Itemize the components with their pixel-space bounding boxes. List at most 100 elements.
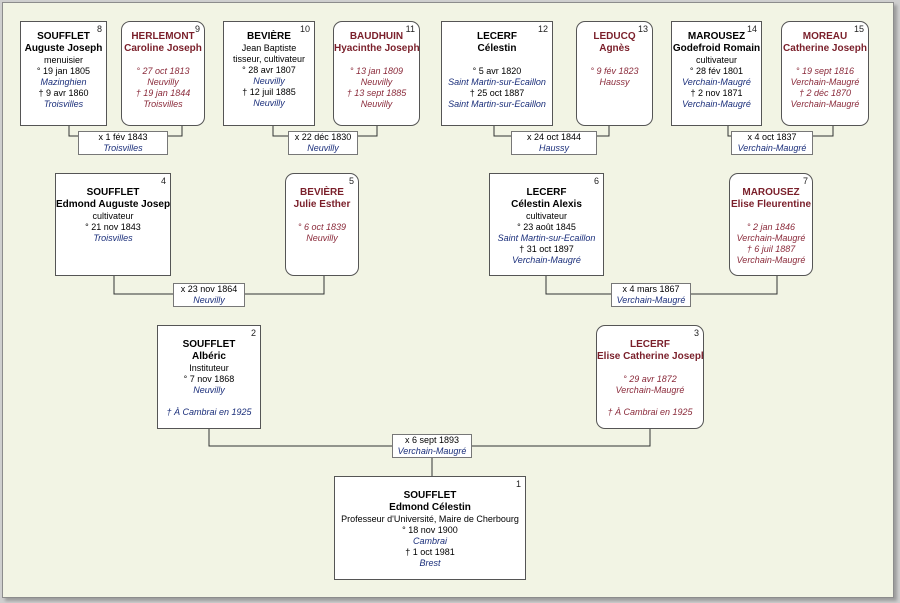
marriage-place: Neuvilly	[193, 295, 225, 305]
marriage-date: x 22 déc 1830	[294, 132, 352, 142]
birth-place: Troisvilles	[93, 233, 133, 243]
birth-place: Verchain-Maugré	[682, 77, 751, 87]
given-names: Elise Catherine Joseph	[597, 351, 704, 362]
marriage-place: Haussy	[538, 143, 569, 153]
birth-place: Neuvilly	[147, 77, 179, 87]
person-card-5[interactable]: 5 BEVIÈRE Julie Esther ° 6 oct 1839 Neuv…	[285, 173, 359, 276]
given-names: Hyacinthe Joseph	[334, 43, 420, 54]
sosa-number: 13	[637, 24, 648, 34]
sosa-number: 5	[348, 176, 354, 186]
birth-date: ° 29 avr 1872	[623, 374, 677, 384]
person-card-7[interactable]: 7 MAROUSEZ Elise Fleurentine ° 2 jan 184…	[729, 173, 813, 276]
birth-place: Verchain-Maugré	[615, 385, 685, 395]
birth-place: Saint Martin-sur-Ecaillon	[497, 233, 596, 243]
death-note: † À Cambrai en 1925	[607, 407, 693, 417]
birth-date: ° 21 nov 1843	[85, 222, 141, 232]
person-card-4[interactable]: 4 SOUFFLET Edmond Auguste Joseph cultiva…	[55, 173, 171, 276]
death-place: Neuvilly	[360, 99, 393, 109]
person-card-12[interactable]: 12 LECERF Célestin ° 5 avr 1820 Saint Ma…	[441, 21, 553, 126]
birth-place: Haussy	[599, 77, 630, 87]
person-card-9[interactable]: 9 HERLEMONT Caroline Joseph ° 27 oct 181…	[121, 21, 205, 126]
birth-place: Neuvilly	[193, 385, 225, 395]
pedigree-chart: 8 SOUFFLET Auguste Joseph menuisier ° 19…	[2, 2, 894, 598]
birth-date: ° 28 avr 1807	[242, 65, 296, 75]
surname: HERLEMONT	[131, 31, 195, 42]
birth-place: Verchain-Maugré	[790, 77, 860, 87]
person-card-8[interactable]: 8 SOUFFLET Auguste Joseph menuisier ° 19…	[20, 21, 107, 126]
death-note: † À Cambrai en 1925	[166, 407, 252, 417]
death-date: † 1 oct 1981	[405, 547, 455, 557]
birth-date: ° 7 nov 1868	[183, 374, 235, 384]
death-place: Verchain-Maugré	[512, 255, 581, 265]
given-names: Julie Esther	[293, 199, 351, 210]
marriage-label-12-13: x 24 oct 1844 Haussy	[511, 131, 597, 155]
sosa-number: 8	[96, 24, 102, 34]
birth-date: ° 6 oct 1839	[297, 222, 347, 232]
birth-place: Verchain-Maugré	[736, 233, 806, 243]
person-card-10[interactable]: 10 BEVIÈRE Jean Baptiste tisseur, cultiv…	[223, 21, 315, 126]
birth-date: ° 18 nov 1900	[402, 525, 458, 535]
person-card-2[interactable]: 2 SOUFFLET Albéric Instituteur ° 7 nov 1…	[157, 325, 261, 429]
given-names: Edmond Célestin	[389, 502, 471, 513]
marriage-date: x 23 nov 1864	[180, 284, 238, 294]
occupation: tisseur, cultivateur	[232, 54, 306, 64]
death-date: † 13 sept 1885	[346, 88, 407, 98]
person-card-13[interactable]: 13 LEDUCQ Agnès ° 9 fév 1823 Haussy	[576, 21, 653, 126]
surname: BAUDHUIN	[349, 31, 404, 42]
death-place: Brest	[419, 558, 441, 568]
marriage-date: x 24 oct 1844	[526, 132, 582, 142]
birth-place: Neuvilly	[306, 233, 338, 243]
occupation: Instituteur	[189, 363, 229, 373]
person-card-11[interactable]: 11 BAUDHUIN Hyacinthe Joseph ° 13 jan 18…	[333, 21, 420, 126]
sosa-number: 4	[160, 176, 166, 186]
sosa-number: 10	[299, 24, 310, 34]
death-place: Verchain-Maugré	[790, 99, 860, 109]
death-place: Neuvilly	[253, 98, 285, 108]
given-names: Célestin Alexis	[511, 199, 582, 210]
surname: LEDUCQ	[593, 31, 636, 42]
marriage-label-8-9: x 1 fév 1843 Troisvilles	[78, 131, 168, 155]
surname: LECERF	[477, 31, 517, 42]
birth-date: ° 19 sept 1816	[795, 66, 855, 76]
death-date: † 9 avr 1860	[38, 88, 89, 98]
person-card-6[interactable]: 6 LECERF Célestin Alexis cultivateur ° 2…	[489, 173, 604, 276]
person-card-14[interactable]: 14 MAROUSEZ Godefroid Romain cultivateur…	[671, 21, 762, 126]
death-date: † 25 oct 1887	[469, 88, 525, 98]
death-date: † 2 déc 1870	[798, 88, 852, 98]
marriage-label-10-11: x 22 déc 1830 Neuvilly	[288, 131, 358, 155]
given-names: Catherine Joseph	[783, 43, 867, 54]
marriage-label-2-3: x 6 sept 1893 Verchain-Maugré	[392, 434, 472, 458]
occupation: cultivateur	[525, 211, 568, 221]
marriage-label-14-15: x 4 oct 1837 Verchain-Maugré	[731, 131, 813, 155]
person-card-15[interactable]: 15 MOREAU Catherine Joseph ° 19 sept 181…	[781, 21, 869, 126]
marriage-place: Neuvilly	[307, 143, 339, 153]
surname: LECERF	[630, 339, 670, 350]
given-names: Albéric	[192, 351, 226, 362]
death-place: Troisvilles	[143, 99, 183, 109]
birth-place: Cambrai	[412, 536, 447, 546]
sosa-number: 7	[802, 176, 808, 186]
given-names: Auguste Joseph	[24, 43, 103, 54]
birth-date: ° 9 fév 1823	[590, 66, 639, 76]
marriage-place: Troisvilles	[103, 143, 143, 153]
death-place: Verchain-Maugré	[682, 99, 751, 109]
marriage-place: Verchain-Maugré	[737, 143, 807, 153]
birth-place: Mazinghien	[40, 77, 87, 87]
given-names: Jean Baptiste	[241, 43, 297, 53]
surname: LECERF	[526, 187, 567, 198]
occupation: cultivateur	[92, 211, 134, 221]
marriage-date: x 4 oct 1837	[747, 132, 797, 142]
birth-date: ° 28 fév 1801	[689, 66, 744, 76]
marriage-place: Verchain-Maugré	[616, 295, 686, 305]
sosa-number: 15	[853, 24, 864, 34]
sosa-number: 14	[746, 24, 757, 34]
marriage-label-6-7: x 4 mars 1867 Verchain-Maugré	[611, 283, 691, 307]
marriage-date: x 6 sept 1893	[404, 435, 460, 445]
person-card-1[interactable]: 1 SOUFFLET Edmond Célestin Professeur d'…	[334, 476, 526, 580]
sosa-number: 3	[693, 328, 699, 338]
person-card-3[interactable]: 3 LECERF Elise Catherine Joseph ° 29 avr…	[596, 325, 704, 429]
surname: MOREAU	[802, 31, 848, 42]
birth-place: Saint Martin-sur-Ecaillon	[448, 77, 546, 87]
given-names: Agnès	[599, 43, 630, 54]
surname: BEVIÈRE	[247, 31, 291, 42]
